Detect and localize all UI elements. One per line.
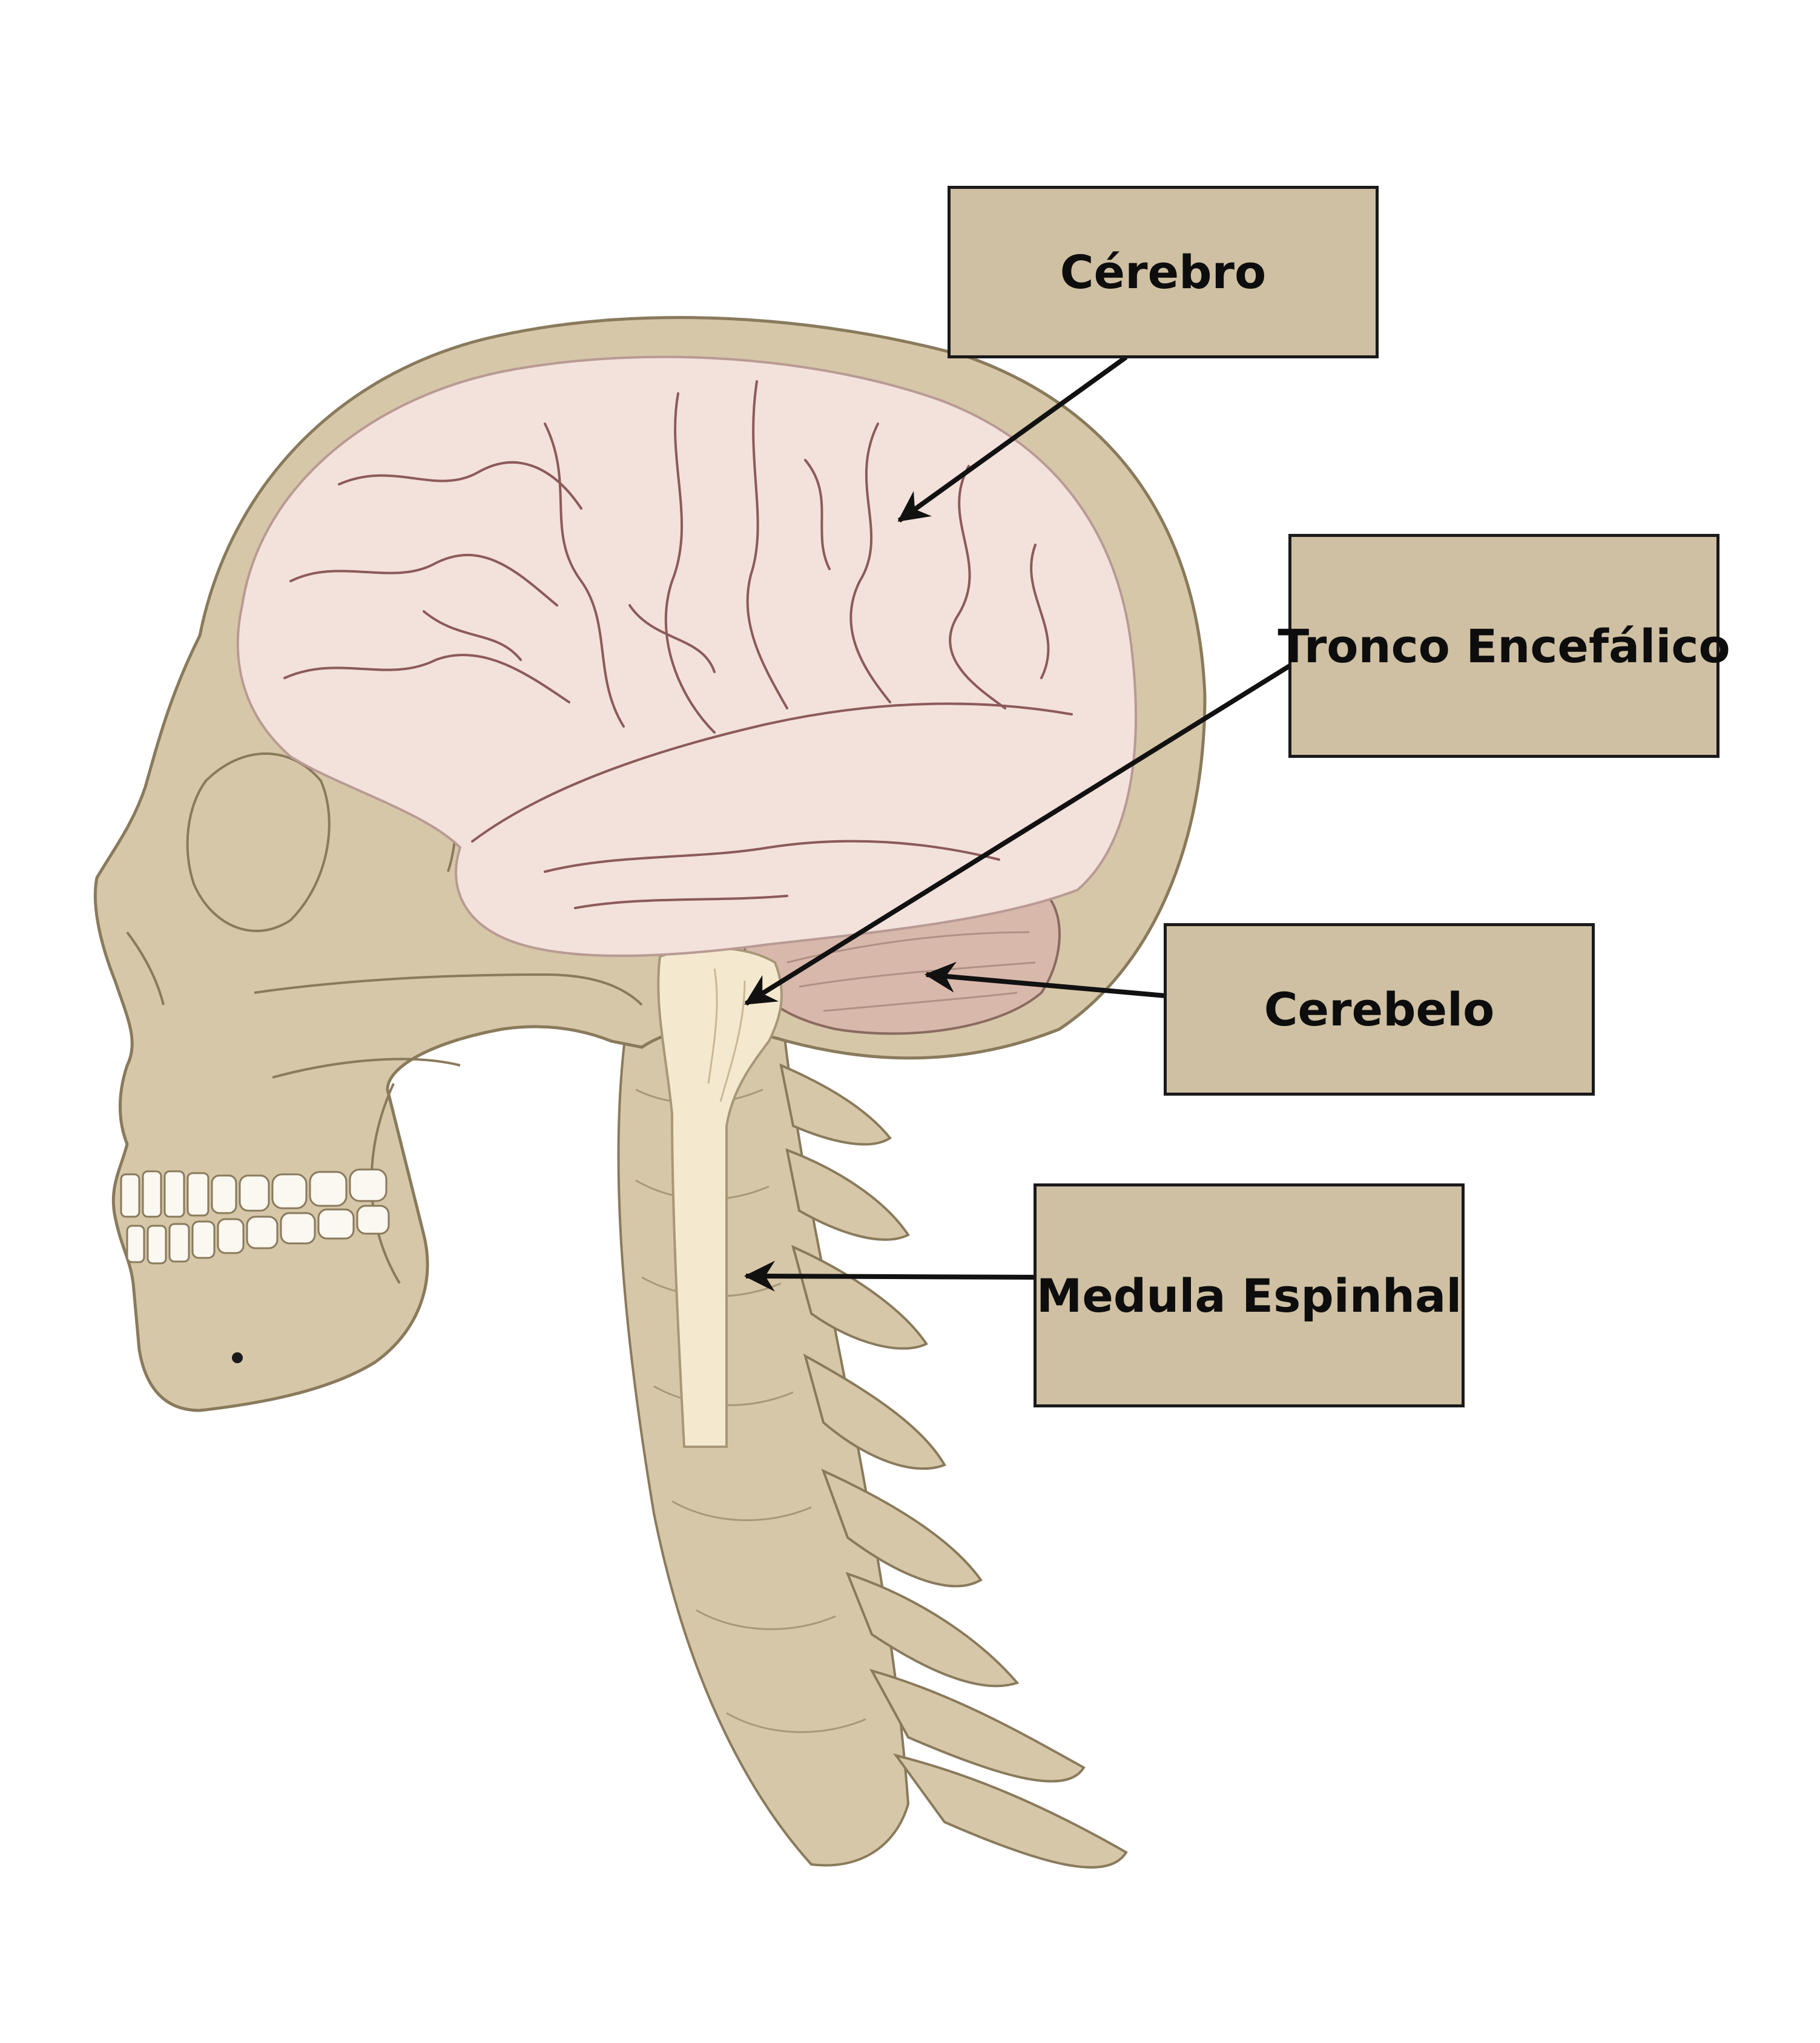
eye-orbit — [186, 752, 331, 932]
mental-foramen — [232, 1352, 243, 1363]
brainstem — [657, 947, 783, 1448]
arrow-cerebro — [897, 355, 1128, 523]
upper-teeth — [120, 1168, 387, 1218]
arrow-medula — [743, 1260, 1039, 1292]
nasal-line — [126, 931, 165, 1005]
cerebellum-folia — [786, 931, 1036, 1012]
lower-teeth — [126, 1205, 390, 1265]
arrow-cerebelo — [924, 961, 1166, 998]
label-medula-espinhal: Medula Espinhal — [1034, 1183, 1465, 1407]
label-cerebro: Cérebro — [948, 186, 1379, 358]
label-tronco-encefalico: Tronco Encefálico — [1278, 534, 1730, 758]
zygomatic-arch — [254, 973, 643, 1006]
cerebral-gyri — [283, 380, 1073, 909]
arrow-tronco — [744, 663, 1291, 1006]
label-cerebelo: Cerebelo — [1164, 923, 1595, 1096]
